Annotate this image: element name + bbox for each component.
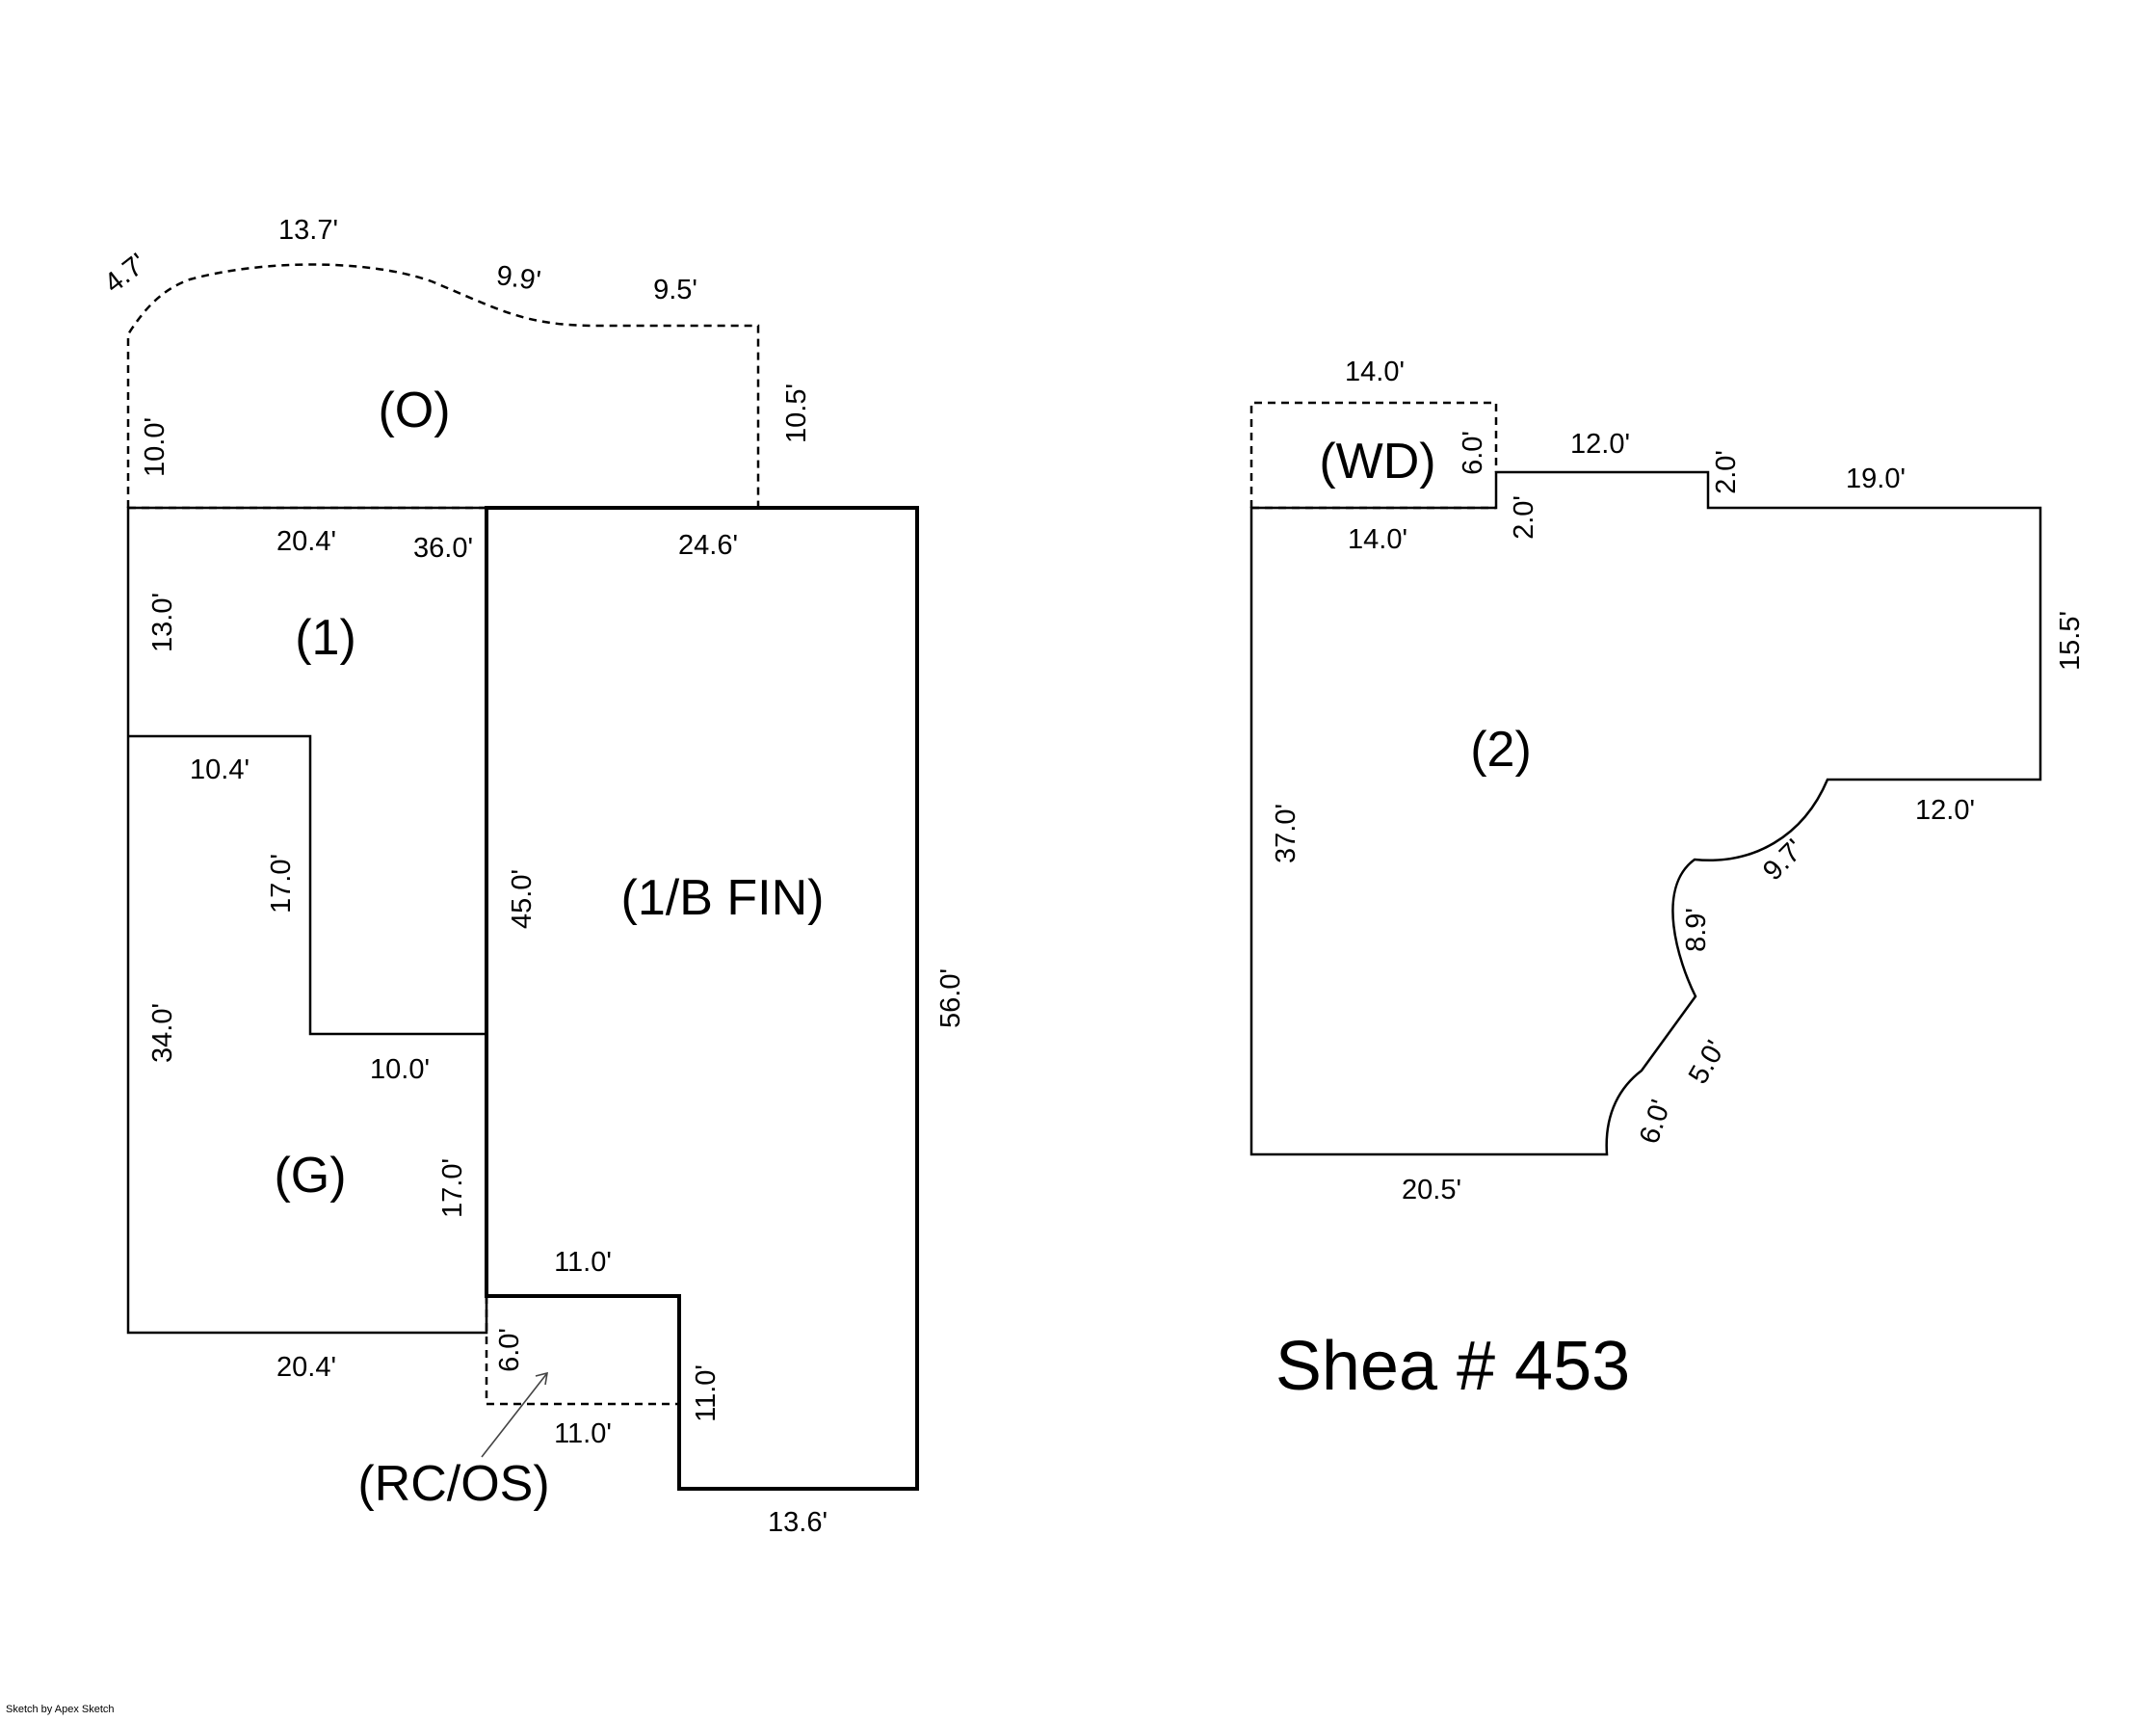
dim-rc-bottom: 11.0' <box>554 1418 612 1449</box>
area-two-outline <box>1249 470 2042 1156</box>
dim-rc-left: 6.0' <box>494 1328 525 1372</box>
dim-arc-c: 6.0' <box>1634 1096 1677 1148</box>
dim-step-vert-a: 2.0' <box>1509 495 1539 540</box>
dim-o-left: 10.0' <box>140 417 171 477</box>
dim-one-right: 36.0' <box>413 533 473 564</box>
dim-g-bottom: 20.4' <box>276 1352 336 1383</box>
dim-step-top: 10.4' <box>190 755 250 785</box>
dim-right: 15.5' <box>2055 611 2086 671</box>
dim-notch-top: 11.0' <box>554 1247 612 1278</box>
area-fin-outline <box>485 506 919 1491</box>
dim-g-left: 34.0' <box>147 1003 178 1063</box>
sketch-credit: Sketch by Apex Sketch <box>6 1704 115 1715</box>
dim-fin-bottom: 13.6' <box>768 1507 828 1538</box>
dim-ledge: 12.0' <box>1915 795 1975 826</box>
dim-one-top: 20.4' <box>276 526 336 557</box>
dim-fin-right: 56.0' <box>935 968 966 1028</box>
area-wd-outline <box>1249 401 1498 508</box>
dim-diag: 5.0' <box>1683 1036 1732 1090</box>
area-label-two: (2) <box>1470 722 1532 778</box>
sketch-title: Shea # 453 <box>1275 1328 1630 1405</box>
area-rcos-outline <box>485 1296 679 1406</box>
dim-arc-b: 8.9' <box>1681 908 1712 952</box>
dim-left-r: 37.0' <box>1271 804 1301 863</box>
dim-o-arc2: 13.7' <box>278 215 338 246</box>
dim-g-right: 17.0' <box>437 1158 468 1218</box>
area-label-o: (O) <box>378 383 450 438</box>
dim-one-left: 13.0' <box>147 593 178 652</box>
dim-step-vert-b: 2.0' <box>1711 450 1742 494</box>
dim-o-top: 9.5' <box>653 275 697 305</box>
dim-o-right: 10.5' <box>781 384 812 443</box>
dim-o-arc3: 9.9' <box>494 260 542 297</box>
dim-top-right: 19.0' <box>1846 463 1906 494</box>
right-structure <box>1249 401 2042 1156</box>
dim-step-top-r: 12.0' <box>1570 429 1630 460</box>
dim-g-top: 10.0' <box>370 1054 430 1085</box>
dim-wd-right: 6.0' <box>1458 431 1488 475</box>
dim-fin-notch-vert: 11.0' <box>691 1364 722 1422</box>
area-o-outline <box>126 263 760 508</box>
area-one-step <box>128 734 486 1036</box>
dim-fin-top: 24.6' <box>678 530 738 561</box>
dim-wd-top: 14.0' <box>1345 357 1405 387</box>
rcos-arrow <box>481 1371 548 1458</box>
area-label-g: (G) <box>274 1148 346 1204</box>
area-label-rcos: (RC/OS) <box>357 1456 549 1512</box>
dim-step-vert: 17.0' <box>266 854 297 913</box>
dim-wd-bottom: 14.0' <box>1348 524 1407 555</box>
area-label-one: (1) <box>295 610 356 666</box>
area-one-g-outline <box>126 506 488 1335</box>
dim-arc-a: 9.7' <box>1757 834 1810 887</box>
area-label-fin: (1/B FIN) <box>621 870 825 926</box>
area-label-wd: (WD) <box>1319 434 1435 490</box>
dim-bottom-r: 20.5' <box>1402 1175 1461 1205</box>
dim-fin-inner: 45.0' <box>507 869 538 929</box>
left-structure <box>126 263 919 1491</box>
dim-o-arc1: 4.7' <box>99 248 153 299</box>
